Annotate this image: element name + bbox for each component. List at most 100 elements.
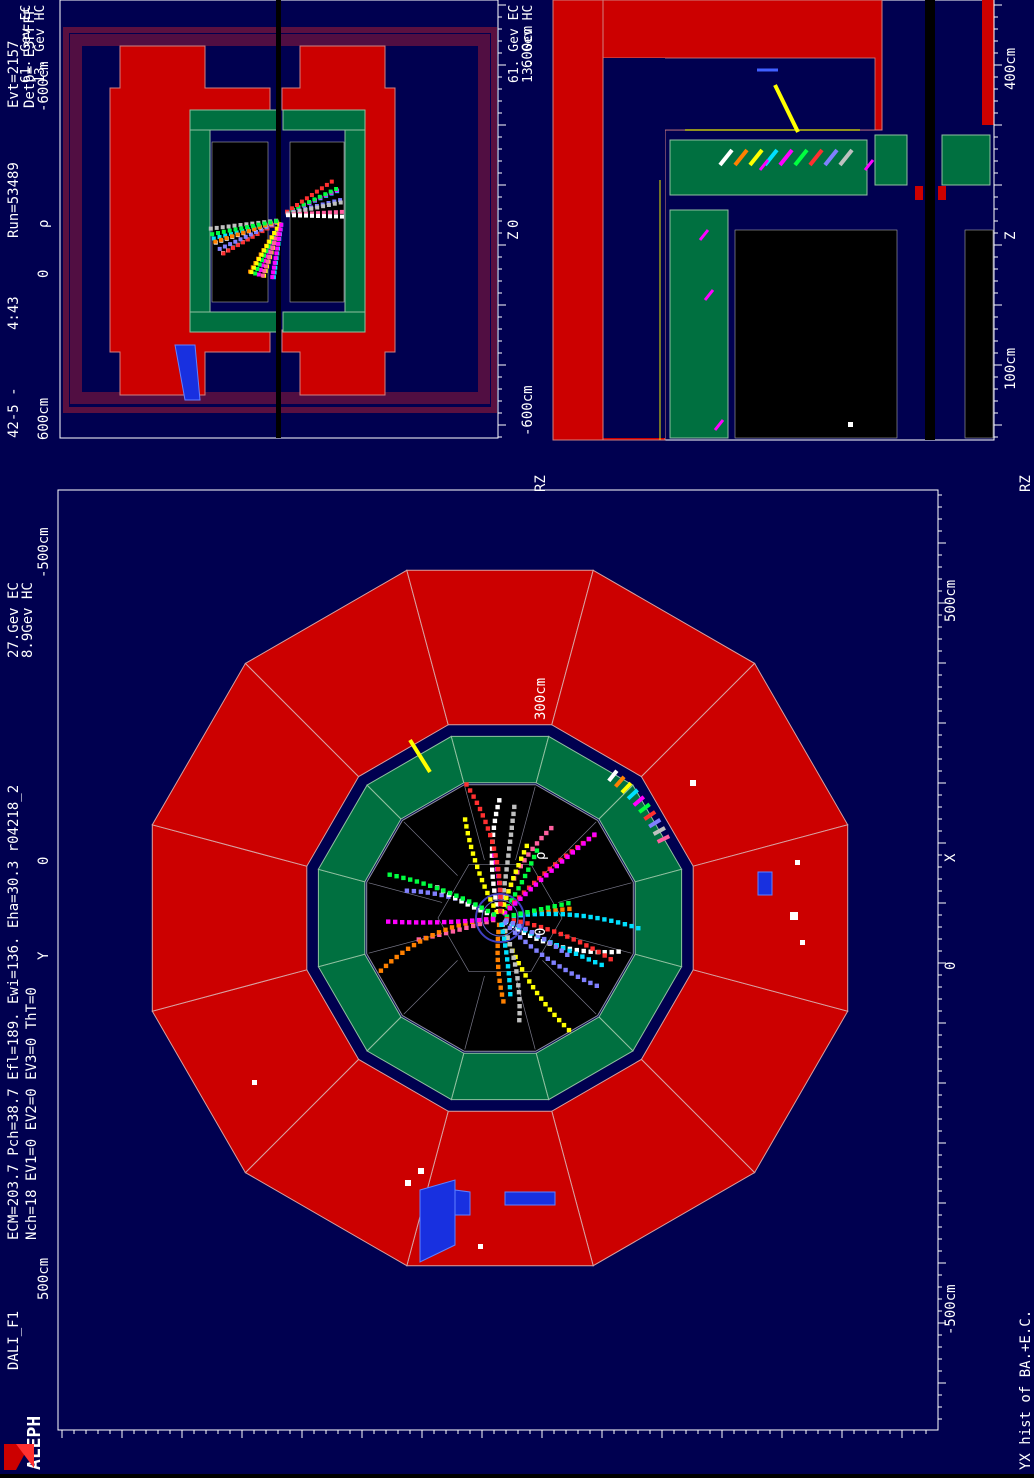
rz-track-hit [210,232,215,237]
track-hit [477,871,482,876]
track-hit [573,951,579,956]
track-hit [513,901,518,906]
track-hit [485,890,490,896]
track-hit [408,877,413,882]
track-hit [501,999,506,1004]
rz-mid-panel[interactable] [552,0,995,441]
rz-track-hit [221,229,226,234]
track-hit [505,957,510,962]
cal-deposit [795,860,800,865]
track-hit [517,997,522,1002]
track-hit [492,888,497,893]
track-hit [473,902,478,907]
tpc-sector-line [515,975,536,1050]
track-hit [465,831,470,836]
track-hit [407,920,412,925]
track-hit [511,955,516,960]
track-hit [552,904,557,909]
rz-zoom-deposit [718,148,734,167]
track-hit [514,969,519,974]
track-hit [511,918,516,923]
track-hit [532,912,537,917]
track-hit [501,902,507,907]
track-hit [552,1012,557,1018]
ecal-deposit [632,795,646,807]
rz-track-hit [252,227,257,232]
track-hit [559,902,564,907]
track-hit [586,836,592,842]
cal-deposit [405,1180,411,1186]
track-hit [516,886,521,891]
track-hit [511,912,516,918]
track-hit [498,887,503,893]
track-hit [507,985,513,990]
xy-y-label: Y [36,951,52,960]
rz-track-hit [255,267,260,271]
rz-track-hit [334,214,338,219]
rz-track-hit [251,265,256,270]
tpc-sector-line [464,975,485,1050]
track-hit [539,911,544,917]
rz-track-hit [339,209,344,214]
track-hit [504,867,509,872]
track-hit [594,983,599,988]
track-hit [495,943,500,949]
rz-track-hit [275,246,280,251]
track-hit [535,933,541,938]
ecal-deposit [638,802,651,814]
track-hit [502,911,508,916]
track-hit [545,905,551,910]
xy-main-panel[interactable] [57,489,939,1431]
hcal-module [692,824,849,1012]
track-hit [519,856,524,861]
track-hit [504,895,509,901]
track-hit [539,952,545,957]
rz-track-hit [228,231,233,236]
track-hit [538,924,544,930]
rz-track-hit [260,273,265,278]
rz-track-hit [245,225,250,230]
track-hit [383,963,389,969]
hcal-histogram [419,1179,456,1263]
track-hit [517,1018,522,1023]
ecal-deposit [656,834,671,844]
track-hit [507,942,513,947]
rz-track-hit [272,231,277,235]
track-hit [506,853,511,858]
track-hit [570,850,575,855]
track-hit [592,832,597,837]
rz-track-hit [316,211,320,216]
rz-mid-rho-label: ρ [533,852,549,860]
track-hit [528,887,533,892]
rz-track-hit [254,230,258,234]
rz-track-hit [264,244,269,249]
rz-track-hit [227,228,232,233]
track-hit [622,922,628,927]
track-hit [394,874,399,879]
rz-track-hit [245,237,250,242]
track-hit [534,936,539,941]
rz-top-z-tick-pos: 600cm [520,26,536,68]
rz-track-hit [299,199,304,204]
track-hit [515,976,520,981]
track-hit [557,964,562,969]
rz-track-hit [292,213,296,218]
track-hit [546,911,551,917]
scale-ec-main: 27.Gev EC [6,582,22,658]
rz-track-hit [307,200,311,204]
track-hit [517,1011,522,1016]
track-hit [567,948,572,954]
rz-top-panel[interactable] [59,0,499,439]
header-detb: Detb= E3FFFF [22,7,38,108]
axis-labels: X Y -500cm 0 500cm 500cm 0 -500cm Z ρ -6… [36,26,1019,1335]
rz-track-hit [259,227,264,232]
rz-track-hit [250,234,255,239]
track-hit [454,893,459,898]
track-hit [609,949,614,955]
track-hit [507,978,512,983]
track-hit [554,863,559,869]
track-hit [565,934,570,939]
rz-track-hit [290,206,294,211]
track-hit [609,918,614,923]
rz-track-hit [258,268,263,272]
